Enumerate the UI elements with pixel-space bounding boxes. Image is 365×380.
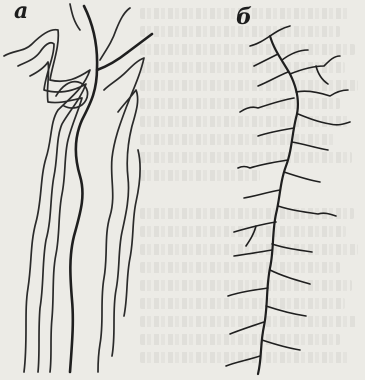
panel-b-branch-26 (226, 356, 260, 366)
panel-b-main-trunk (258, 36, 298, 374)
panel-a-contour-8 (70, 4, 80, 30)
panel-b-branch-16 (278, 206, 336, 216)
panel-b-branch-24 (230, 322, 264, 334)
panel-a-main-stream (70, 6, 97, 372)
panel-a-contours (4, 4, 152, 372)
panel-b-branch-5 (290, 56, 340, 74)
panel-b-branch-1 (250, 36, 270, 46)
panel-b-branch-19 (272, 244, 312, 252)
panel-b-branch-12 (292, 142, 328, 150)
panel-a-contour-7 (124, 150, 140, 316)
panel-b-branch-9 (240, 98, 294, 112)
panel-b-label: б (236, 6, 252, 28)
panel-a-label: а (14, 0, 28, 22)
panel-b-branch-7 (258, 72, 288, 86)
panel-b-branch-10 (298, 114, 350, 125)
panel-b-branch-23 (266, 306, 306, 316)
panel-b-branch-4 (282, 50, 308, 60)
panel-b-network (226, 26, 350, 374)
panel-b-branch-21 (270, 270, 310, 284)
panel-b-branch-6 (316, 66, 328, 84)
panel-b-branch-25 (262, 340, 300, 350)
panel-b-branch-3 (254, 54, 278, 66)
panel-a-contour-5 (100, 8, 130, 60)
panel-b-branch-8 (296, 90, 348, 96)
panel-b-branch-14 (284, 172, 320, 182)
panel-b-branch-22 (228, 288, 268, 296)
panel-b-branch-11 (258, 128, 294, 136)
panel-b-branch-13 (238, 160, 288, 168)
panel-b-branch-2 (270, 26, 290, 36)
panel-b-branch-20 (234, 250, 272, 256)
panel-b-branch-15 (244, 190, 280, 198)
